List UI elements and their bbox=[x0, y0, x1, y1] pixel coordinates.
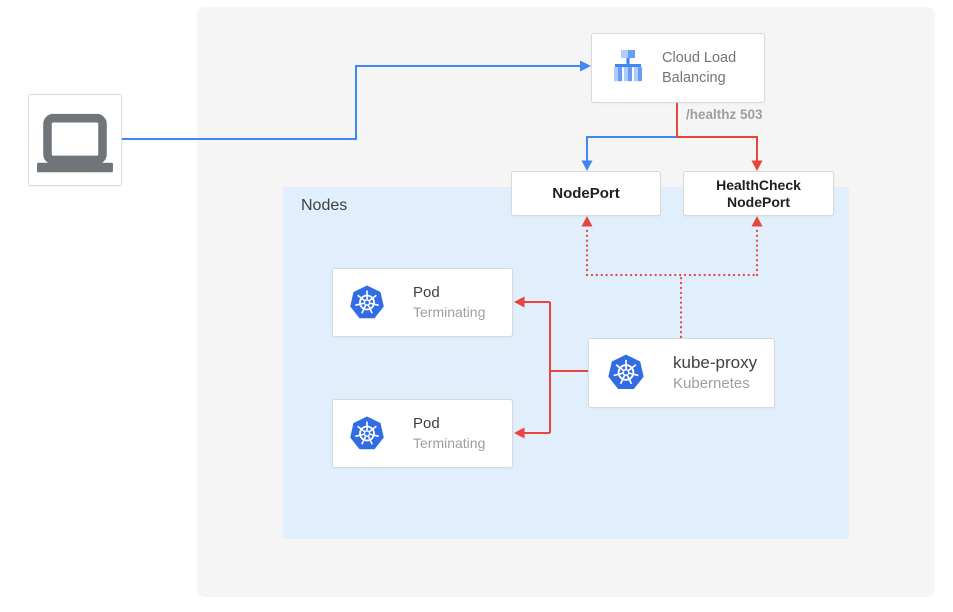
cloud-load-balancing-label: Cloud Load Balancing bbox=[662, 50, 737, 86]
kube-proxy-subtitle: Kubernetes bbox=[673, 375, 750, 392]
pod-title: Pod bbox=[413, 415, 440, 432]
client-node bbox=[28, 94, 122, 186]
pod-terminating-node-1: Pod Terminating bbox=[332, 268, 513, 337]
kubernetes-icon bbox=[605, 352, 647, 394]
nodes-group-label: Nodes bbox=[301, 197, 348, 214]
cloud-load-balancing-node: Cloud Load Balancing bbox=[591, 33, 765, 103]
cloud-load-balancing-icon bbox=[608, 47, 648, 89]
pod-status: Terminating bbox=[413, 435, 486, 451]
pod-title: Pod bbox=[413, 284, 440, 301]
kube-proxy-node: kube-proxy Kubernetes bbox=[588, 338, 775, 408]
healthcheck-nodeport-node: HealthCheck NodePort bbox=[683, 171, 834, 216]
pod-terminating-node-2: Pod Terminating bbox=[332, 399, 513, 468]
nodeport-label: NodePort bbox=[552, 185, 620, 202]
healthcheck-nodeport-label: HealthCheck NodePort bbox=[716, 176, 801, 210]
kubernetes-icon bbox=[347, 414, 387, 454]
kube-proxy-title: kube-proxy bbox=[673, 353, 758, 372]
nodeport-node: NodePort bbox=[511, 171, 661, 216]
kubernetes-icon bbox=[347, 283, 387, 323]
pod-status: Terminating bbox=[413, 304, 486, 320]
healthz-status-label: /healthz 503 bbox=[686, 107, 763, 122]
laptop-icon bbox=[35, 103, 115, 177]
